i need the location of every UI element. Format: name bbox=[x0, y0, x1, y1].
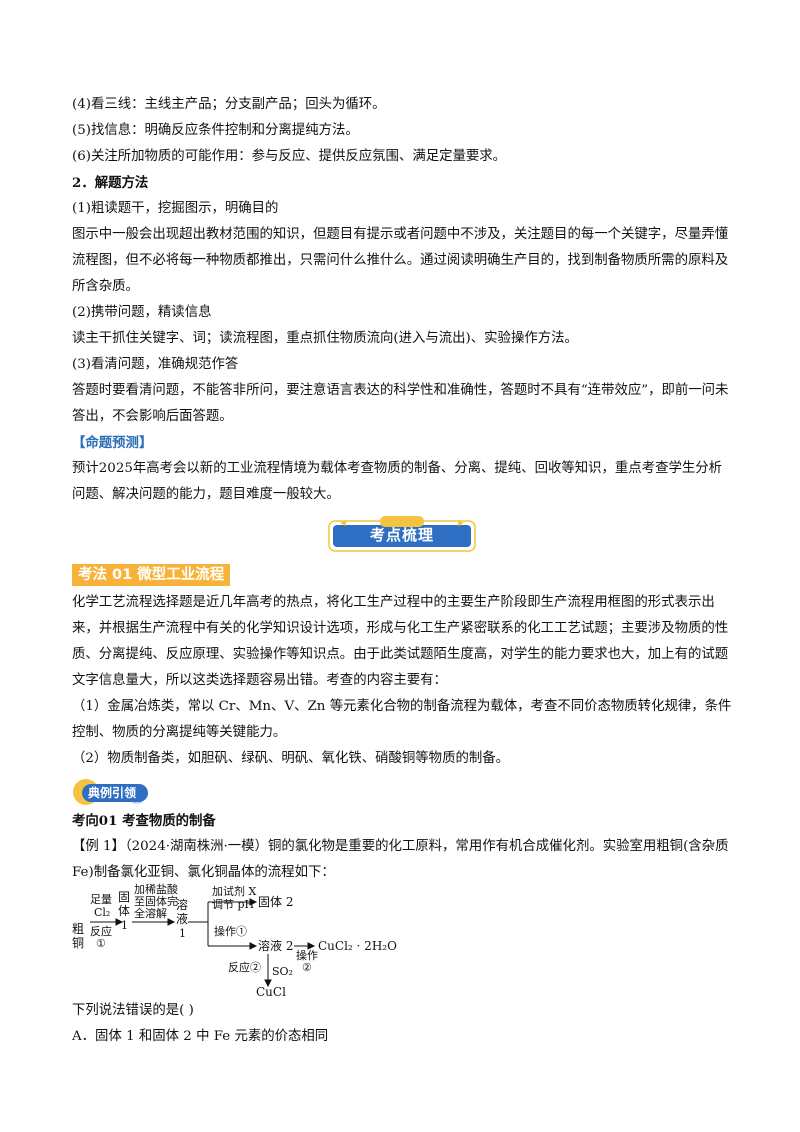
r1-bottom: 反应 bbox=[90, 925, 112, 938]
example-badge-icon bbox=[73, 779, 148, 805]
raw-copper: 粗铜 bbox=[72, 922, 85, 950]
solution-1-num: 1 bbox=[179, 927, 186, 940]
r1-cl2: Cl₂ bbox=[94, 906, 111, 919]
solid-1-num: 1 bbox=[121, 919, 128, 932]
section-item-1: （1）金属冶炼类，常以 Cr、Mn、V、Zn 等元素化合物的制备流程为载体，考查… bbox=[72, 699, 732, 740]
reaction-2: 反应② bbox=[228, 961, 261, 974]
arrow-head-3 bbox=[249, 898, 258, 906]
arrow-head-4 bbox=[249, 942, 258, 950]
intro-line-5: (5)找信息：明确反应条件控制和分离提纯方法。 bbox=[72, 123, 359, 138]
step1-text: 图示中一般会出现超出教材范围的知识，但题目有提示或者问题中不涉及，关注题目的每一… bbox=[72, 227, 729, 294]
reagent-x-line-2: 调节 pH bbox=[212, 898, 255, 911]
example-text: 【例 1】（2024·湖南株洲·一模）铜的氯化物是重要的化工原料，常用作有机合成… bbox=[72, 839, 729, 880]
step3-text: 答题时要看清问题，不能答非所问，要注意语言表达的科学性和准确性，答题时不具有“连… bbox=[72, 383, 729, 424]
section-banner: 考点梳理 bbox=[72, 514, 732, 560]
banner-text: 考点梳理 bbox=[369, 526, 434, 544]
document-page: (4)看三线：主线主产品；分支副产品；回头为循环。 (5)找信息：明确反应条件控… bbox=[72, 92, 732, 1050]
r1-top: 足量 bbox=[90, 893, 112, 906]
intro-line-4: (4)看三线：主线主产品；分支副产品；回头为循环。 bbox=[72, 97, 386, 112]
step2-title: (2)携带问题，精读信息 bbox=[72, 305, 212, 320]
solution-2: 溶液 2 bbox=[258, 939, 294, 953]
arrow-head-6 bbox=[264, 979, 272, 988]
step3-title: (3)看清问题，准确规范作答 bbox=[72, 357, 239, 372]
acid-line-3: 全溶解 bbox=[134, 907, 167, 920]
operation-2-num: ② bbox=[302, 961, 312, 974]
arrow-head-1 bbox=[115, 918, 124, 926]
section-item-2: （2）物质制备类，如胆矾、绿矾、明矾、氧化铁、硝酸铜等物质的制备。 bbox=[72, 751, 510, 766]
operation-1: 操作① bbox=[214, 925, 247, 938]
question-stem: 下列说法错误的是( ) bbox=[72, 1003, 194, 1018]
product-cucl2: CuCl₂ · 2H₂O bbox=[318, 939, 397, 953]
solid-1: 固体 bbox=[118, 890, 131, 918]
method-heading: 2．解题方法 bbox=[72, 175, 149, 191]
acid-line-2: 至固体完 bbox=[134, 895, 178, 908]
reagent-x-line-1: 加试剂 X bbox=[212, 885, 257, 898]
solid-2: 固体 2 bbox=[258, 895, 294, 909]
direction-title: 考向01 考查物质的制备 bbox=[72, 813, 216, 829]
section-text: 化学工艺流程选择题是近几年高考的热点，将化工生产过程中的主要生产阶段即生产流程用… bbox=[72, 595, 729, 688]
section-title: 考法 01 微型工业流程 bbox=[72, 564, 231, 586]
acid-line-1: 加稀盐酸 bbox=[134, 883, 178, 896]
intro-line-6: (6)关注所加物质的可能作用：参与反应、提供反应氛围、满足定量要求。 bbox=[72, 149, 507, 164]
r1-num: ① bbox=[96, 937, 106, 950]
step2-text: 读主干抓住关键字、词；读流程图，重点抓住物质流向(进入与流出)、实验操作方法。 bbox=[72, 331, 578, 346]
prediction-text: 预计2025年高考会以新的工业流程情境为载体考查物质的制备、分离、提纯、回收等知… bbox=[72, 461, 723, 502]
solution-1: 溶液 bbox=[176, 898, 189, 926]
prediction-label: 【命题预测】 bbox=[72, 435, 153, 451]
example-badge: 典例引领 bbox=[72, 776, 732, 808]
so2-reagent: SO₂ bbox=[272, 965, 293, 978]
arrow-head-5 bbox=[307, 942, 316, 950]
example-badge-text: 典例引领 bbox=[88, 786, 137, 800]
operation-2-label: 操作 bbox=[296, 949, 318, 962]
process-flow-diagram: 粗铜 足量 Cl₂ 反应 ① 固体 1 加稀盐酸 至固体完 全溶解 溶液 1 加… bbox=[72, 884, 732, 999]
banner-ribbon-icon bbox=[328, 516, 476, 552]
product-cucl: CuCl bbox=[256, 985, 286, 999]
step1-title: (1)粗读题干，挖掘图示，明确目的 bbox=[72, 201, 279, 216]
option-a: A．固体 1 和固体 2 中 Fe 元素的价态相同 bbox=[72, 1029, 329, 1044]
arrow-head-2 bbox=[167, 918, 176, 926]
flow-arrows bbox=[90, 898, 316, 988]
